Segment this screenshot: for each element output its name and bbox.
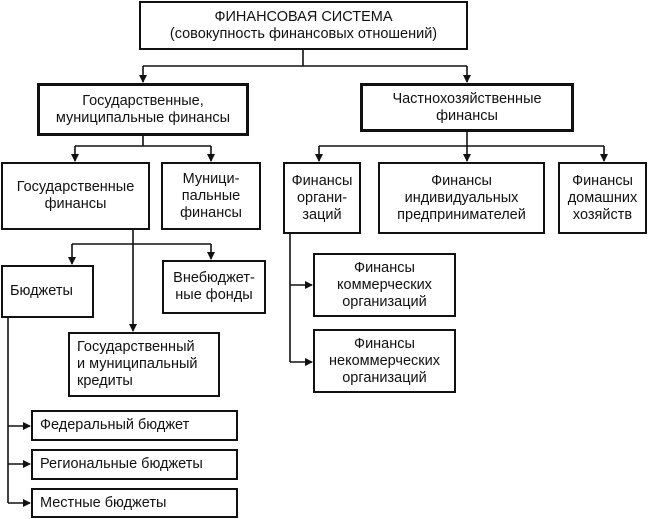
box-municipal-finance: Муници- пальные финансы xyxy=(161,162,261,230)
box-noncommercial-org-finance: Финансы некоммерческих организаций xyxy=(313,329,456,393)
box-budgets: Бюджеты xyxy=(1,265,94,318)
root-financial-system: ФИНАНСОВАЯ СИСТЕМА (совокупность финансо… xyxy=(139,1,468,50)
box-household-finance: Финансы домашних хозяйств xyxy=(558,162,647,234)
box-federal-budget: Федеральный бюджет xyxy=(31,410,238,441)
root-title: ФИНАНСОВАЯ СИСТЕМА xyxy=(214,8,393,25)
box-state-municipal-credit: Государственный и муниципальный кредиты xyxy=(68,332,220,397)
box-state-finance: Государственные финансы xyxy=(1,162,150,230)
box-commercial-org-finance: Финансы коммерческих организаций xyxy=(313,253,456,317)
box-public-finance: Государственные, муниципальные финансы xyxy=(37,83,249,136)
root-subtitle: (совокупность финансовых отношений) xyxy=(169,25,438,42)
box-private-finance: Частнохозяйственные финансы xyxy=(360,83,574,132)
box-regional-budgets: Региональные бюджеты xyxy=(31,449,238,480)
box-local-budgets: Местные бюджеты xyxy=(31,488,238,518)
box-extrabudgetary-funds: Внебюджет- ные фонды xyxy=(162,260,266,314)
box-org-finance: Финансы органи- заций xyxy=(283,162,361,234)
box-entrepreneur-finance: Финансы индивидуальных предпринимателей xyxy=(378,162,545,234)
